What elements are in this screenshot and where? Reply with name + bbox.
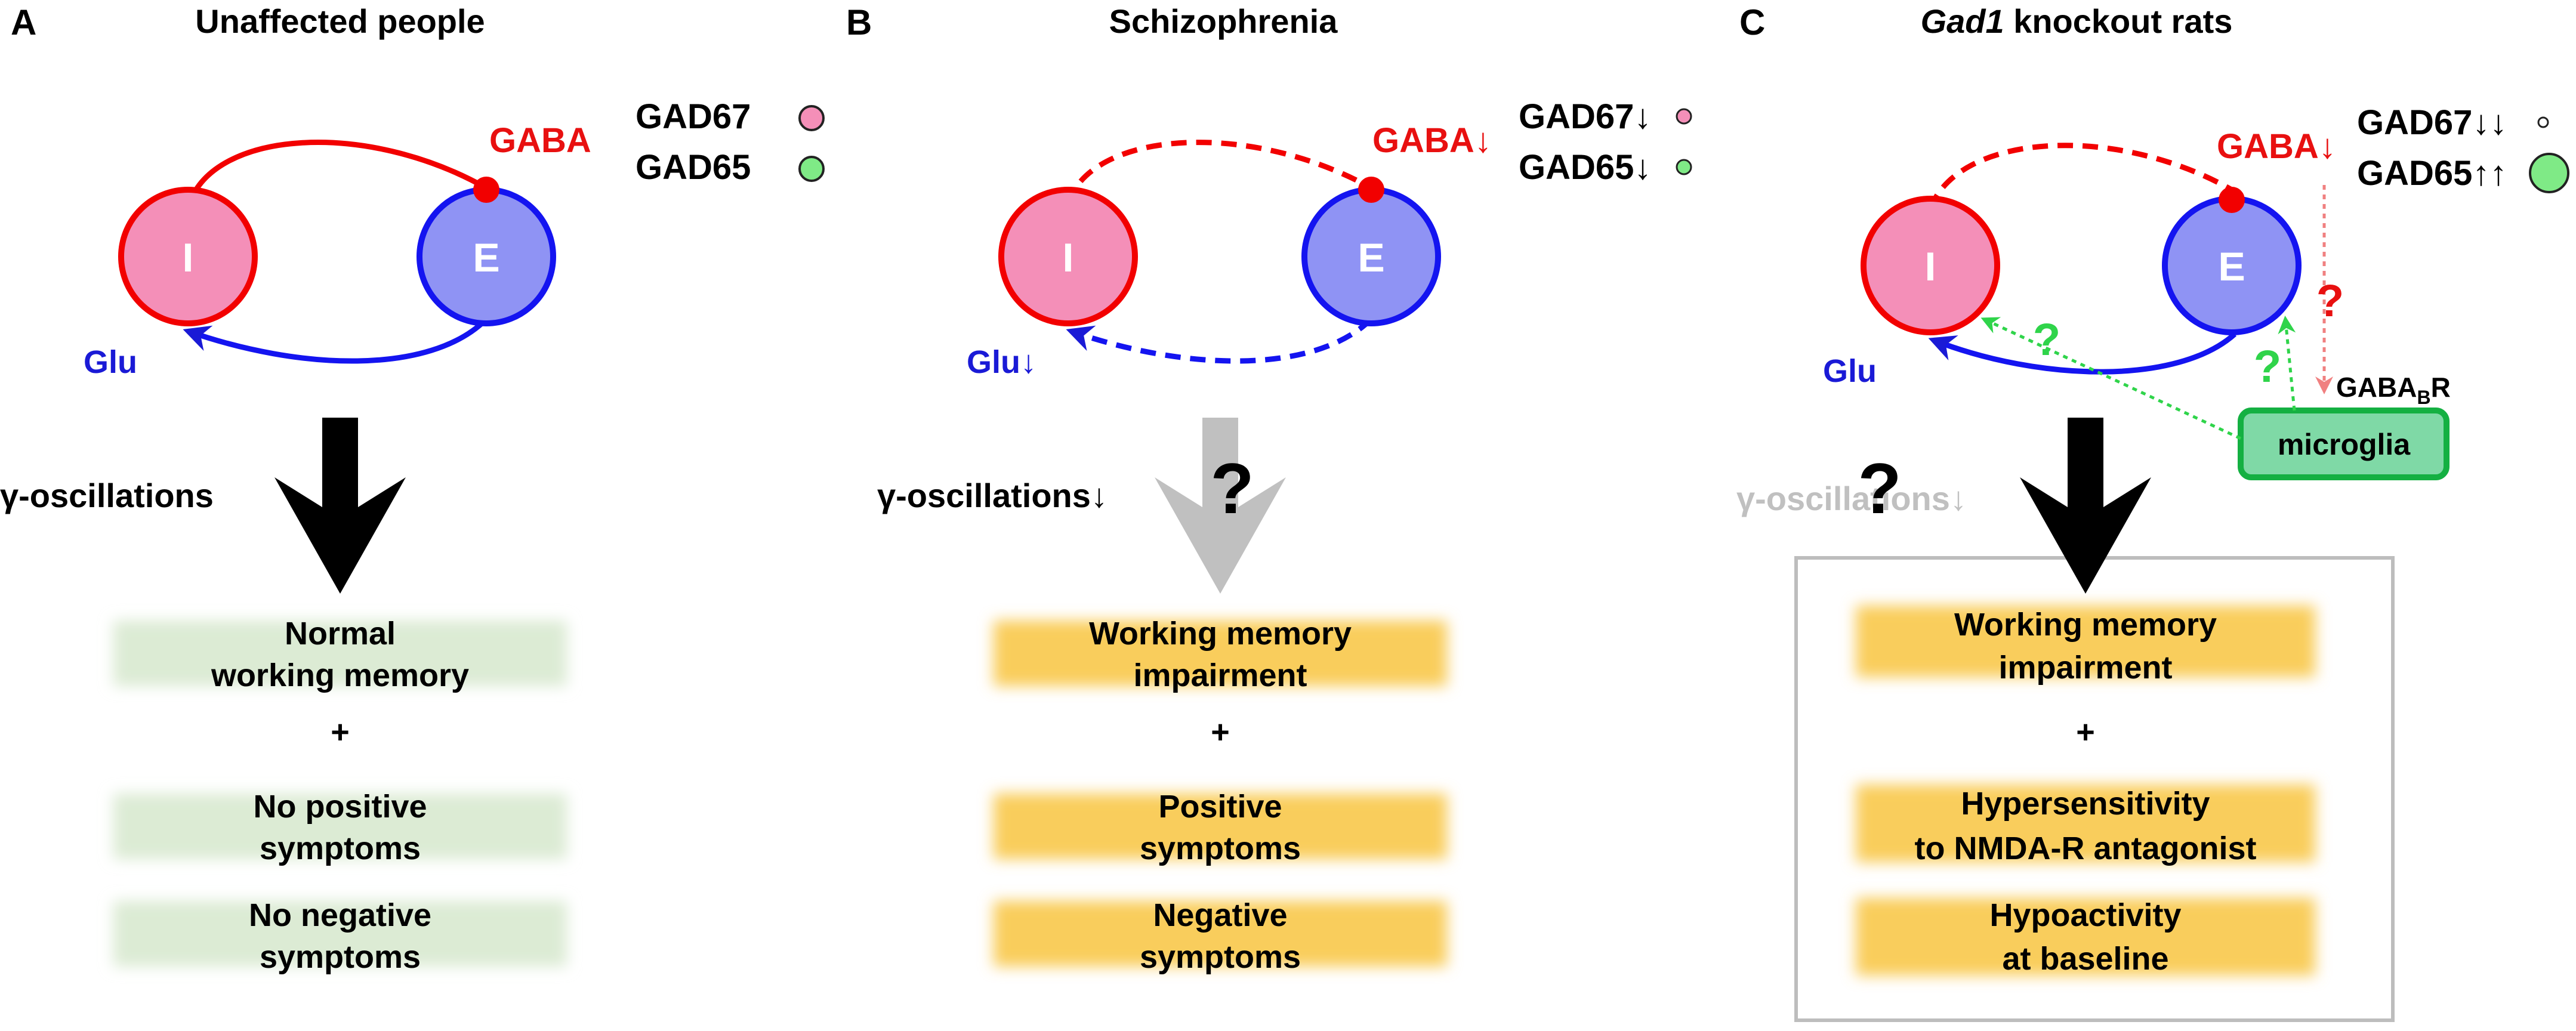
outcome-box-1	[994, 621, 1447, 686]
question-mark: ?	[1210, 449, 1254, 529]
gad67-dot	[1676, 108, 1692, 125]
outcome-box-2	[113, 794, 567, 859]
outcome-2-line-1: Hypersensitivity	[1961, 786, 2210, 822]
glu-label: Glu	[1823, 353, 1877, 389]
inhibitory-label: I	[1063, 235, 1074, 280]
microglia-box	[2238, 408, 2449, 480]
receptor-suffix: R	[2431, 372, 2451, 403]
excitatory-label: E	[473, 235, 499, 280]
gaba-synapse-dot	[2219, 187, 2245, 213]
outcome-3-line-2: symptoms	[260, 939, 421, 975]
question-mark: ?	[1858, 449, 1901, 529]
panel-c-title: Gad1 knockout rats	[1921, 2, 2233, 40]
down-arrow-faded	[1155, 418, 1286, 594]
inhibitory-neuron	[998, 187, 1138, 326]
microglia-label: microglia	[2278, 428, 2411, 461]
plus-sign: +	[2076, 714, 2095, 750]
gaba-label: GABA↓	[2217, 127, 2336, 166]
legend-gad67: GAD67	[635, 97, 751, 136]
panel-b: B Schizophrenia I E GABA↓ Glu↓ GAD67↓ GA…	[846, 2, 1692, 975]
panel-c: C Gad1 knockout rats I E GABA↓ Glu GAD67…	[1736, 2, 2569, 1022]
receptor-label: GABA	[2336, 372, 2417, 403]
outcome-3-line-1: No negative	[249, 897, 431, 933]
microglia-to-inhibitory-arrow	[1980, 317, 2242, 440]
legend-gad65: GAD65↑↑	[2357, 154, 2507, 193]
outcome-3-line-1: Hypoactivity	[1989, 897, 2181, 933]
outcome-1-line-1: Working memory	[1089, 616, 1352, 652]
microglia-to-excitatory-arrow	[2278, 316, 2296, 411]
oscillation-label: γ-oscillations↓	[877, 477, 1107, 514]
gaba-connection	[1927, 143, 2233, 210]
panel-c-title-rest: knockout rats	[2004, 2, 2233, 40]
outcome-2-line-1: Positive	[1158, 789, 1282, 825]
oscillation-label-faded: γ-oscillations↓	[1736, 480, 1967, 517]
glu-connection	[1928, 332, 2236, 375]
inhibitory-neuron	[1861, 196, 2000, 335]
outcome-box-3	[113, 901, 567, 967]
outcome-1-line-2: impairment	[1133, 658, 1307, 693]
legend-gad65: GAD65↓	[1519, 148, 1651, 187]
panel-a: A Unaffected people I E GABA Glu GAD67 G…	[0, 2, 825, 975]
plus-sign: +	[1211, 714, 1230, 750]
glu-label: Glu↓	[967, 344, 1036, 380]
gad67-dot	[798, 105, 825, 131]
outcome-1-line-2: impairment	[1998, 650, 2172, 686]
gad65-dot	[798, 156, 825, 182]
panel-letter-a: A	[11, 2, 36, 42]
glu-label: Glu	[84, 344, 137, 380]
red-question-mark: ?	[2316, 276, 2344, 326]
gaba-label: GABA	[489, 121, 591, 160]
outcome-1-line-1: Normal	[285, 616, 396, 652]
inhibitory-neuron	[118, 187, 258, 326]
plus-sign: +	[331, 714, 350, 750]
excitatory-label: E	[1358, 235, 1384, 280]
outcome-box-3	[1856, 898, 2315, 976]
panel-letter-b: B	[846, 2, 872, 42]
gaba-synapse-dot	[1358, 177, 1384, 203]
inhibitory-label: I	[1925, 244, 1936, 289]
panel-letter-c: C	[1739, 2, 1765, 42]
panel-c-title-gene: Gad1	[1921, 2, 2004, 40]
outcome-3-line-2: symptoms	[1140, 939, 1301, 975]
outcome-box-3	[994, 901, 1447, 967]
gaba-label: GABA↓	[1372, 121, 1492, 160]
outcome-1-line-1: Working memory	[1954, 607, 2217, 643]
green-question-mark-1: ?	[2033, 314, 2060, 365]
outcome-box-2	[1856, 785, 2315, 862]
down-arrow	[2020, 418, 2151, 594]
green-question-mark-2: ?	[2254, 341, 2281, 392]
receptor-subscript: B	[2417, 387, 2430, 408]
inhibitory-label: I	[183, 235, 194, 280]
outcome-box-1	[1856, 606, 2315, 677]
outcome-2-line-2: symptoms	[1140, 831, 1301, 866]
outcome-2-line-1: No positive	[253, 789, 427, 825]
oscillation-label: γ-oscillations	[0, 477, 214, 514]
panel-a-title: Unaffected people	[195, 2, 485, 40]
glu-connection	[183, 317, 489, 364]
down-arrow	[274, 418, 406, 594]
gaba-b-receptor-label: GABABR	[2336, 372, 2451, 408]
glu-connection	[1066, 317, 1374, 364]
gaba-synapse-dot	[473, 177, 499, 203]
outcome-3-line-1: Negative	[1153, 897, 1287, 933]
legend-gad67: GAD67↓	[1519, 97, 1651, 136]
outcome-1-line-2: working memory	[211, 658, 469, 693]
legend-gad67: GAD67↓↓	[2357, 103, 2507, 142]
panel-b-title: Schizophrenia	[1109, 2, 1338, 40]
gad65-dot	[1676, 159, 1692, 175]
outcome-box-2	[994, 794, 1447, 859]
outcome-2-line-2: symptoms	[260, 831, 421, 866]
gaba-connection	[1065, 140, 1373, 204]
outcome-3-line-2: at baseline	[2002, 941, 2168, 977]
outcome-box-1	[113, 621, 567, 686]
gad67-dot	[2537, 116, 2549, 128]
excitatory-label: E	[2218, 244, 2245, 289]
outcome-2-line-2: to NMDA-R antagonist	[1915, 831, 2257, 866]
gaba-connection	[187, 140, 488, 204]
gad65-dot	[2529, 153, 2569, 193]
legend-gad65: GAD65	[635, 148, 751, 187]
